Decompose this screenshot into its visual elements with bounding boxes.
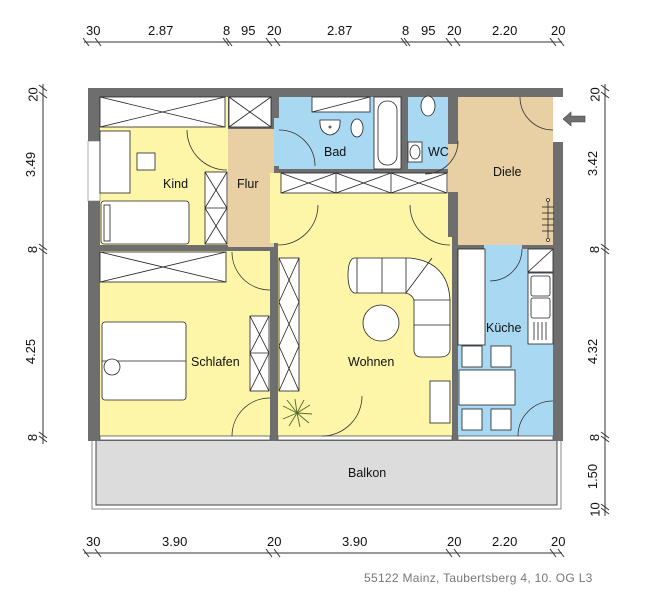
dim-top: 2.20 xyxy=(492,23,518,38)
dim-right: 3.42 xyxy=(585,150,601,177)
room-diele-floor xyxy=(458,97,553,245)
dim-right: 1.50 xyxy=(585,463,601,490)
dim-right: 20 xyxy=(587,87,603,102)
dim-top: 20 xyxy=(267,23,282,38)
dim-top: 95 xyxy=(241,23,256,38)
room-label-kind: Kind xyxy=(163,177,189,191)
balcony xyxy=(91,439,562,510)
arrow-left-icon xyxy=(563,111,586,127)
furniture xyxy=(99,95,554,431)
dim-right: 10 xyxy=(587,502,603,517)
room-label-schlafen: Schlafen xyxy=(191,355,240,369)
dim-bottom: 3.90 xyxy=(342,534,368,549)
dim-left: 8 xyxy=(25,433,41,442)
window-kind xyxy=(87,140,101,202)
room-label-wohnen: Wohnen xyxy=(348,355,395,369)
room-label-bad: Bad xyxy=(324,145,347,159)
dim-top: 30 xyxy=(86,23,101,38)
dim-left: 8 xyxy=(25,245,41,254)
room-label-kueche: Küche xyxy=(486,321,522,335)
plant-icon xyxy=(282,398,313,428)
room-label-diele: Diele xyxy=(493,165,522,179)
dim-top: 95 xyxy=(421,23,436,38)
dim-top: 20 xyxy=(447,23,462,38)
room-label-wc: WC xyxy=(428,145,449,159)
dim-top: 20 xyxy=(551,23,566,38)
dim-top: 8 xyxy=(402,23,410,38)
dim-bottom: 30 xyxy=(86,534,101,549)
room-label-flur: Flur xyxy=(237,177,259,191)
dim-right: 8 xyxy=(587,433,603,442)
room-flur-floor xyxy=(228,129,274,247)
dim-top: 8 xyxy=(223,23,231,38)
dim-top: 2.87 xyxy=(327,23,353,38)
dim-bottom: 20 xyxy=(551,534,566,549)
address-caption: 55122 Mainz, Taubertsberg 4, 10. OG L3 xyxy=(364,571,593,585)
dim-bottom: 20 xyxy=(267,534,282,549)
dim-right: 8 xyxy=(587,245,603,254)
dim-top: 2.87 xyxy=(148,23,174,38)
dim-left: 4.25 xyxy=(23,338,39,365)
room-label-balkon: Balkon xyxy=(348,466,387,480)
dim-bottom: 20 xyxy=(447,534,462,549)
door-swings xyxy=(186,96,554,437)
dim-right: 4.32 xyxy=(585,338,601,365)
dim-bottom: 2.20 xyxy=(492,534,518,549)
dim-left: 20 xyxy=(25,87,41,102)
dim-left: 3.49 xyxy=(23,151,39,178)
dimension-lines xyxy=(38,37,610,558)
dim-bottom: 3.90 xyxy=(162,534,188,549)
entrance-door-opening xyxy=(553,97,563,142)
